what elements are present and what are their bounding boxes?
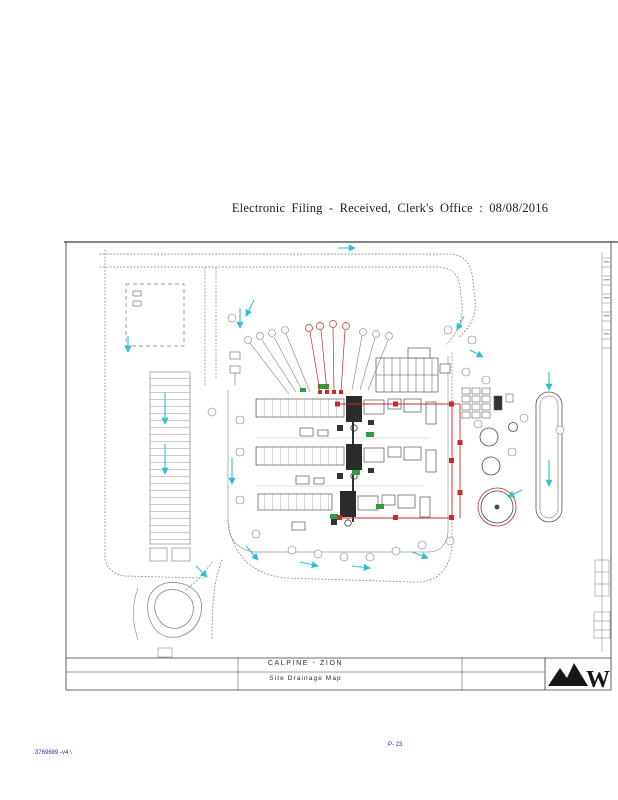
green-equipment	[300, 384, 384, 519]
transformers	[331, 420, 374, 525]
roads-and-boundary	[99, 249, 476, 641]
revision-strip	[593, 252, 611, 652]
admin-building	[375, 347, 451, 393]
plant-buildings	[291, 398, 437, 531]
logo-letter: W	[586, 667, 610, 693]
fire-loop	[335, 401, 463, 520]
filing-header-text: Electronic Filing - Received, Clerk's Of…	[231, 201, 549, 215]
equipment-bank	[461, 387, 514, 419]
titleblock-sheet-title: Site Drainage Map	[269, 675, 342, 682]
parking-area	[149, 371, 191, 562]
drainage-flow-arrows	[124, 244, 553, 578]
cooling-towers	[255, 398, 345, 511]
page-number: P- 23	[388, 742, 403, 748]
callout-leaders	[244, 326, 393, 395]
hrsg-units	[340, 396, 362, 527]
mountain-logo-icon	[548, 663, 588, 686]
company-logo: W	[548, 663, 610, 693]
detention-basin	[535, 391, 563, 523]
gate-structures	[229, 351, 241, 385]
retention-pond	[133, 581, 203, 658]
sheet-frame	[64, 241, 618, 691]
callout-bubbles	[207, 313, 565, 562]
switchyard	[125, 283, 185, 347]
titleblock-project: CALPINE - ZION	[267, 660, 344, 667]
document-number: 3769689 -v4 \	[35, 750, 72, 756]
red-callouts	[305, 320, 350, 394]
storage-tanks	[477, 422, 518, 527]
